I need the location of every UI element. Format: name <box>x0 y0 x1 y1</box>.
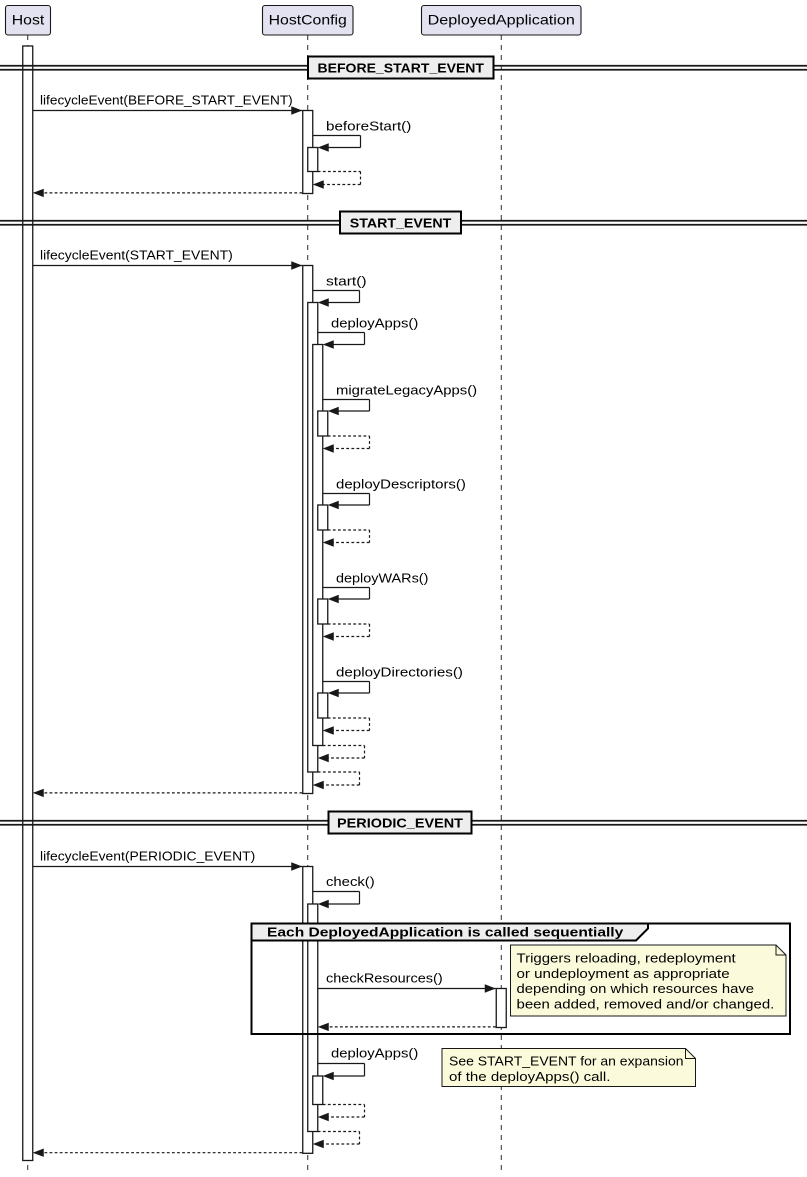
svg-text:lifecycleEvent(START_EVENT): lifecycleEvent(START_EVENT) <box>40 248 233 263</box>
svg-text:migrateLegacyApps(): migrateLegacyApps() <box>336 383 477 398</box>
svg-text:deployWARs(): deployWARs() <box>336 571 428 586</box>
svg-text:lifecycleEvent(BEFORE_START_EV: lifecycleEvent(BEFORE_START_EVENT) <box>40 93 293 108</box>
svg-text:deployApps(): deployApps() <box>331 1046 418 1061</box>
svg-text:DeployedApplication: DeployedApplication <box>428 11 575 27</box>
svg-text:PERIODIC_EVENT: PERIODIC_EVENT <box>337 816 463 831</box>
svg-text:START_EVENT: START_EVENT <box>350 216 452 231</box>
svg-text:deployApps(): deployApps() <box>331 316 418 331</box>
svg-text:of the deployApps() call.: of the deployApps() call. <box>449 1069 610 1084</box>
svg-text:or undeployment as appropriate: or undeployment as appropriate <box>517 966 730 981</box>
svg-text:HostConfig: HostConfig <box>269 11 347 27</box>
svg-text:deployDirectories(): deployDirectories() <box>336 665 463 680</box>
svg-text:been added, removed and/or cha: been added, removed and/or changed. <box>517 996 775 1011</box>
svg-text:Each DeployedApplication is ca: Each DeployedApplication is called seque… <box>267 925 624 940</box>
svg-text:checkResources(): checkResources() <box>326 971 443 986</box>
svg-text:BEFORE_START_EVENT: BEFORE_START_EVENT <box>318 61 485 76</box>
svg-text:Host: Host <box>12 11 45 27</box>
svg-text:start(): start() <box>326 274 367 289</box>
svg-text:Triggers reloading, redeployme: Triggers reloading, redeployment <box>517 951 737 966</box>
svg-text:deployDescriptors(): deployDescriptors() <box>336 477 466 492</box>
svg-text:depending on which resources h: depending on which resources have <box>517 981 755 996</box>
svg-text:beforeStart(): beforeStart() <box>326 119 411 134</box>
svg-text:lifecycleEvent(PERIODIC_EVENT): lifecycleEvent(PERIODIC_EVENT) <box>40 849 255 864</box>
svg-text:check(): check() <box>326 874 375 889</box>
svg-text:See START_EVENT for an expansi: See START_EVENT for an expansion <box>449 1054 684 1069</box>
